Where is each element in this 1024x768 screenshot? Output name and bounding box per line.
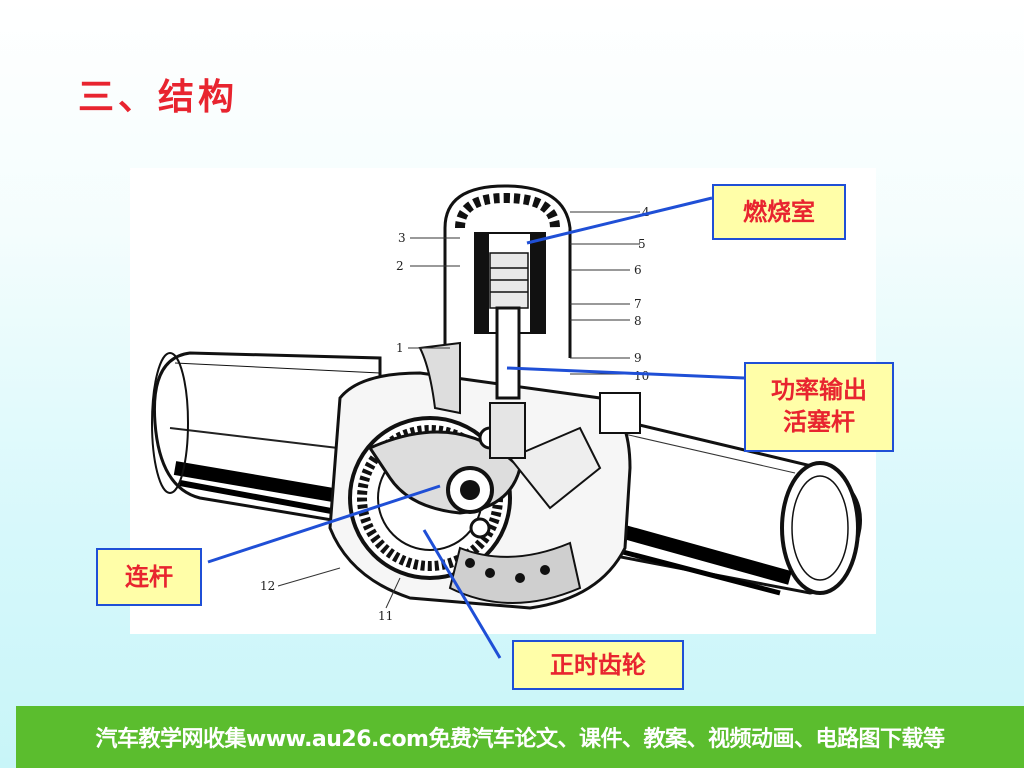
part-number-4: 4 (642, 205, 650, 219)
footer-text: 汽车教学网收集www.au26.com免费汽车论文、课件、教案、视频动画、电路图… (95, 727, 946, 752)
callout-connecting-rod-label: 连杆 (125, 563, 173, 591)
right-cylinder (598, 416, 862, 596)
callout-power-piston-rod-line2: 活塞杆 (783, 408, 855, 436)
slide-title: 三、结构 (78, 76, 239, 118)
callout-combustion-chamber: 燃烧室 (712, 184, 846, 240)
part-number-9: 9 (634, 351, 642, 365)
part-number-10: 10 (634, 369, 649, 383)
callout-connecting-rod: 连杆 (96, 548, 202, 606)
part-number-1: 1 (396, 341, 404, 355)
callout-combustion-chamber-label: 燃烧室 (743, 198, 815, 226)
callout-timing-gear: 正时齿轮 (512, 640, 684, 690)
part-number-8: 8 (634, 314, 642, 328)
part-number-11: 11 (378, 609, 393, 623)
part-number-6: 6 (634, 263, 642, 277)
footer-banner: 汽车教学网收集www.au26.com免费汽车论文、课件、教案、视频动画、电路图… (16, 706, 1024, 768)
callout-power-piston-rod: 功率输出 活塞杆 (744, 362, 894, 452)
part-number-12: 12 (260, 579, 275, 593)
part-number-3: 3 (398, 231, 406, 245)
part-number-7: 7 (634, 297, 642, 311)
callout-timing-gear-label: 正时齿轮 (550, 651, 646, 679)
callout-power-piston-rod-line1: 功率输出 (771, 376, 867, 404)
crankcase-housing (328, 371, 641, 610)
part-number-2: 2 (396, 259, 404, 273)
part-number-5: 5 (638, 237, 646, 251)
